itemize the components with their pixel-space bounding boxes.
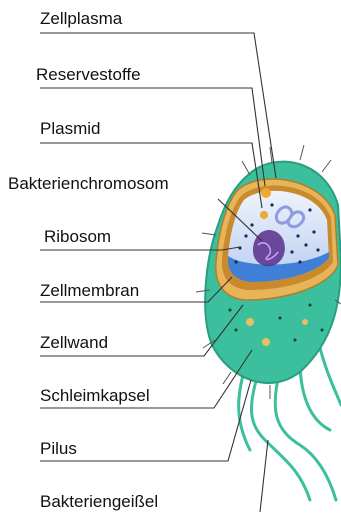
label-plasmid: Plasmid xyxy=(40,119,100,139)
label-bakterienchromosom: Bakterienchromosom xyxy=(8,174,169,194)
label-schleimkapsel: Schleimkapsel xyxy=(40,386,150,406)
label-reservestoffe: Reservestoffe xyxy=(36,65,141,85)
label-ribosom: Ribosom xyxy=(44,227,111,247)
reserve-granule-1 xyxy=(261,188,271,198)
leader-zellplasma xyxy=(40,33,276,178)
leader-bakteriengeissel xyxy=(260,440,268,512)
reserve-granule-3 xyxy=(246,318,254,326)
label-bakteriengeissel: Bakteriengeißel xyxy=(40,492,158,512)
reserve-granule-5 xyxy=(302,319,308,325)
label-zellmembran: Zellmembran xyxy=(40,281,139,301)
flagellum-4 xyxy=(318,340,341,405)
flagellum-2 xyxy=(275,370,336,500)
flagellum-3 xyxy=(300,360,330,430)
reserve-granule-2 xyxy=(260,211,268,219)
label-zellplasma: Zellplasma xyxy=(40,9,122,29)
label-zellwand: Zellwand xyxy=(40,333,108,353)
label-pilus: Pilus xyxy=(40,439,77,459)
reserve-granule-4 xyxy=(262,338,270,346)
